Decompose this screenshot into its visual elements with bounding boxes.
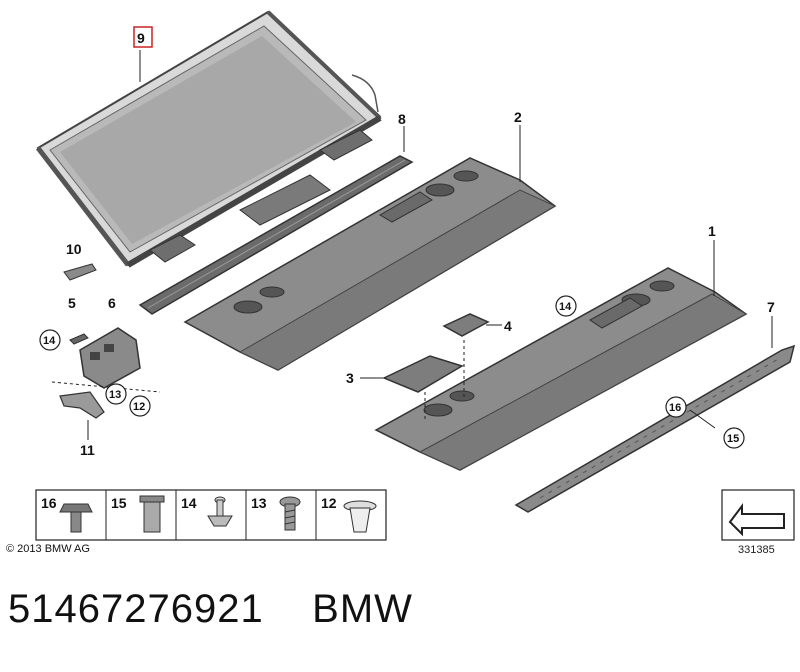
diagram-reference-number: 331385 [738,544,775,556]
svg-text:13: 13 [109,389,121,401]
svg-text:12: 12 [133,401,145,413]
legend-num-16: 16 [41,495,57,511]
callout-9: 9 [133,26,153,48]
callout-3: 3 [346,370,354,386]
callout-15-circled: 15 [723,427,745,449]
callout-7: 7 [767,299,775,315]
clip-part-5 [69,333,89,345]
clip-part-10 [63,263,97,281]
legend-num-14: 14 [181,495,197,511]
callout-14-circled-shelf: 14 [555,295,577,317]
svg-text:9: 9 [137,30,145,46]
seal-strip [138,126,414,315]
svg-text:14: 14 [43,335,56,347]
svg-text:14: 14 [559,301,572,313]
reference-icon [721,489,795,541]
legend-num-15: 15 [111,495,127,511]
callout-10: 10 [66,241,82,257]
callout-8: 8 [398,111,406,127]
callout-13-circled: 13 [105,383,127,405]
cover-part-3 [360,355,464,420]
callout-12-circled: 12 [129,395,151,417]
part-number-title: 51467276921 BMW [8,587,413,631]
callout-14-circled: 14 [39,329,61,351]
trim-strip [514,316,796,513]
callout-4: 4 [504,318,512,334]
cover-part-4 [442,313,502,400]
screw-collar-icon [59,503,93,533]
fastener-legend: 16 15 14 13 12 [35,489,387,541]
bracket-part-11 [51,381,161,440]
callout-2: 2 [514,109,522,125]
parcel-shelf-lower [374,240,748,471]
callout-1: 1 [708,223,716,239]
legend-num-12: 12 [321,495,337,511]
parcel-shelf-upper [183,125,557,371]
svg-text:16: 16 [669,402,681,414]
legend-num-13: 13 [251,495,267,511]
callout-11: 11 [80,442,95,458]
svg-text:15: 15 [727,433,739,445]
torx-screw-icon [279,496,301,531]
spreading-clip-icon [343,500,377,533]
clip-nut-icon [139,495,165,533]
copyright-notice: © 2013 BMW AG [6,543,90,555]
bracket-part-6 [79,327,141,389]
roller-blind-assembly [36,10,382,268]
callout-6: 6 [108,295,116,311]
callout-5: 5 [68,295,76,311]
expanding-rivet-icon [207,496,233,527]
callout-16-circled: 16 [665,396,687,418]
